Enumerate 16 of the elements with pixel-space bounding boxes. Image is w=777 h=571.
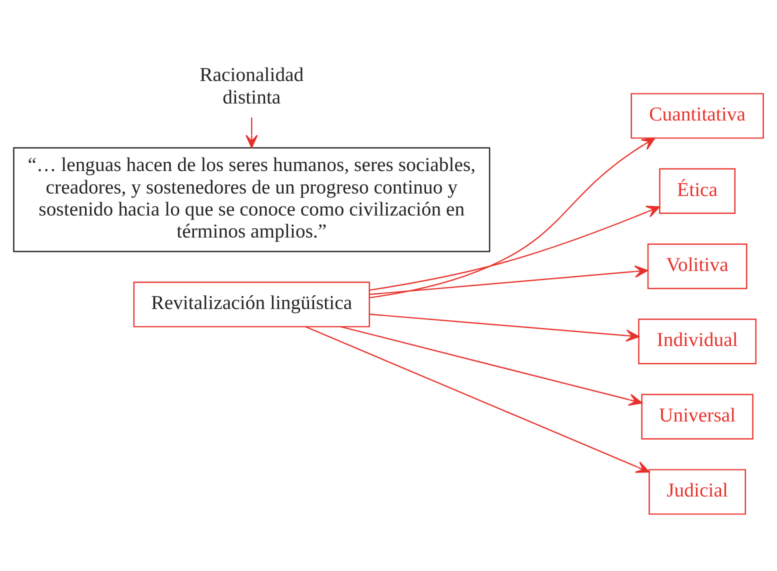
node-box: Judicial bbox=[648, 468, 746, 514]
arrow bbox=[370, 205, 660, 290]
arrow bbox=[246, 117, 258, 148]
arrow bbox=[369, 137, 656, 298]
node-box: Universal bbox=[641, 393, 754, 439]
arrow bbox=[370, 313, 640, 342]
arrow bbox=[340, 326, 642, 406]
node-box: Cuantitativa bbox=[630, 92, 764, 138]
node-box: Revitalización lingüística bbox=[133, 281, 370, 327]
node-box: Volitiva bbox=[647, 242, 748, 289]
node-text: Racionalidad distinta bbox=[200, 64, 304, 108]
node-box: Individual bbox=[638, 318, 756, 364]
arrow bbox=[305, 326, 650, 472]
arrow bbox=[370, 264, 648, 295]
node-box: Ética bbox=[659, 168, 736, 214]
node-box: “… lenguas hacen de los seres humanos, seres sociables, creadores, y sostenedores de un progreso continuo y sostenido hacia lo que se conoce como civilización en términos amplios.” bbox=[13, 146, 490, 252]
